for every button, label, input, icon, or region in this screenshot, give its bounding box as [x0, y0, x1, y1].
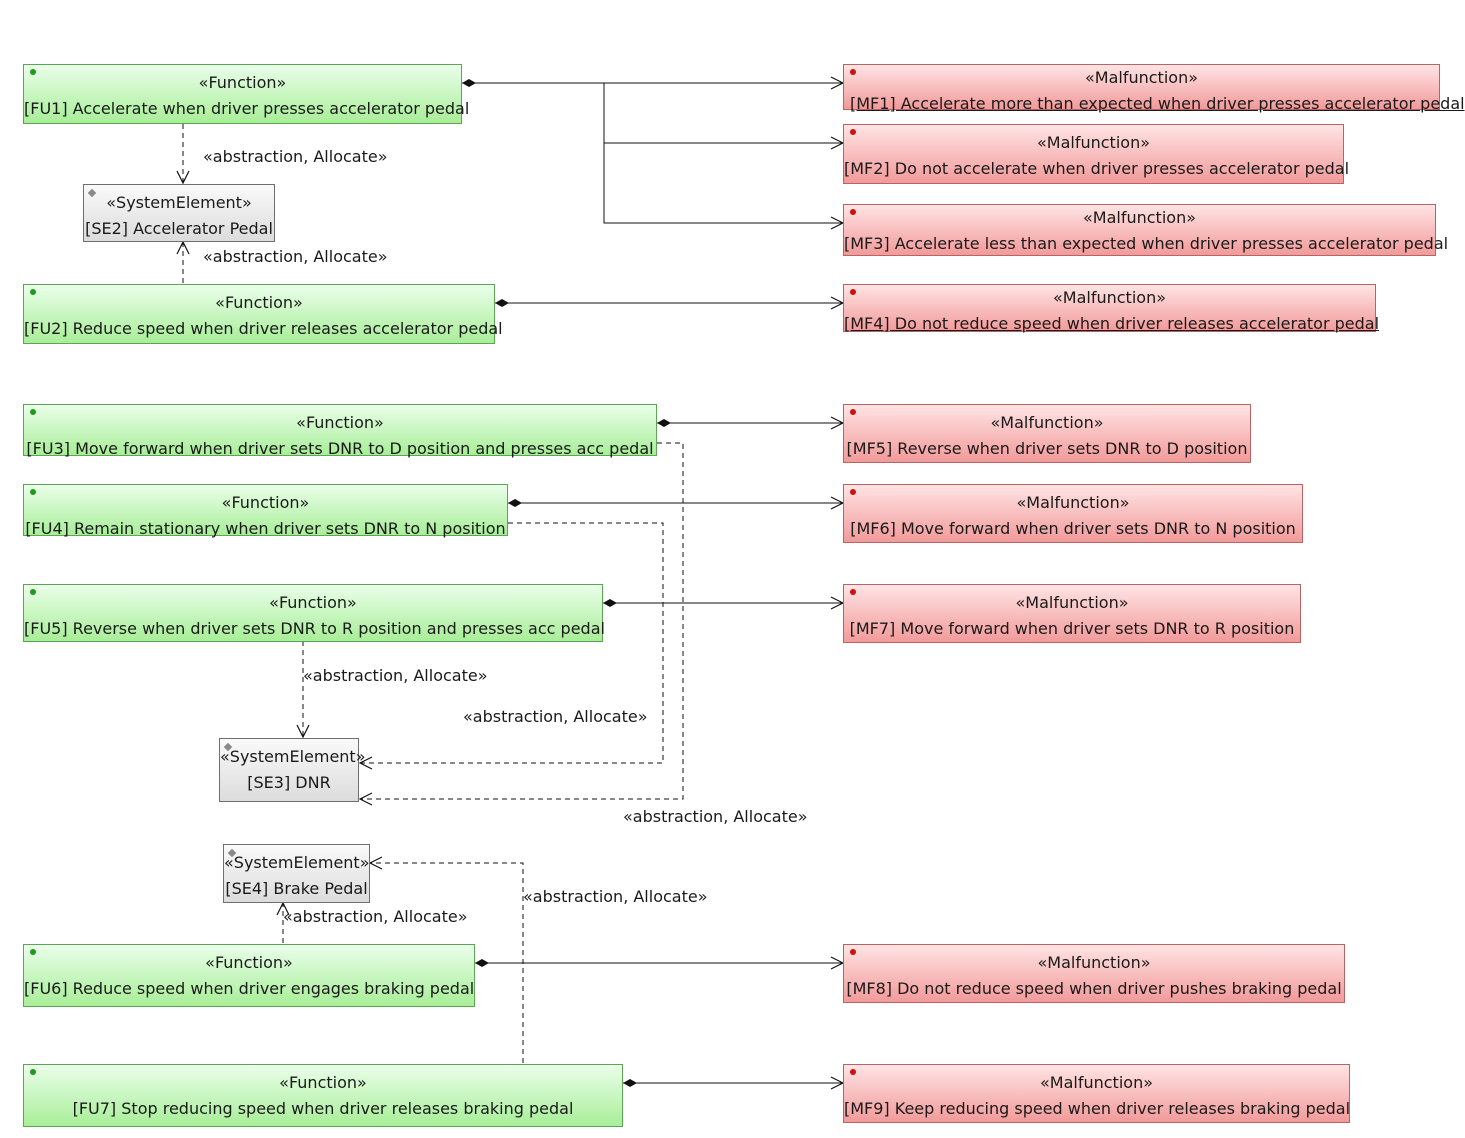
malfunction-mf3[interactable]: «Malfunction» [MF3] Accelerate less than… — [843, 204, 1449, 256]
function-status-icon — [30, 289, 36, 295]
malfunction-status-icon — [850, 949, 856, 955]
function-fu1[interactable]: «Function» [FU1] Accelerate when driver … — [23, 64, 470, 124]
composition-fu1-mf2[interactable] — [603, 83, 843, 143]
malfunction-name: [MF6] Move forward when driver sets DNR … — [850, 519, 1296, 538]
malfunction-name: [MF9] Keep reducing speed when driver re… — [844, 1099, 1351, 1118]
malfunction-mf2[interactable]: «Malfunction» [MF2] Do not accelerate wh… — [843, 124, 1350, 184]
allocation-label-fu7-se4: «abstraction, Allocate» — [523, 887, 708, 906]
malfunction-stereotype: «Malfunction» — [1085, 68, 1198, 87]
system-element-stereotype: «SystemElement» — [106, 193, 252, 212]
function-status-icon — [30, 1069, 36, 1075]
system-element-se4[interactable]: «SystemElement» [SE4] Brake Pedal — [223, 844, 370, 903]
function-stereotype: «Function» — [205, 953, 293, 972]
allocation-label-fu4-se3: «abstraction, Allocate» — [463, 707, 648, 726]
function-stereotype: «Function» — [221, 493, 310, 512]
function-name: [FU5] Reverse when driver sets DNR to R … — [24, 619, 605, 638]
system-element-name: [SE3] DNR — [247, 773, 331, 792]
malfunction-stereotype: «Malfunction» — [1040, 1073, 1153, 1092]
malfunction-name: [MF2] Do not accelerate when driver pres… — [844, 159, 1350, 178]
function-stereotype: «Function» — [269, 593, 357, 612]
malfunction-status-icon — [850, 409, 856, 415]
function-name: [FU4] Remain stationary when driver sets… — [25, 519, 506, 538]
malfunction-mf4[interactable]: «Malfunction» [MF4] Do not reduce speed … — [843, 284, 1379, 333]
function-status-icon — [30, 69, 36, 75]
malfunction-name: [MF3] Accelerate less than expected when… — [844, 234, 1449, 253]
malfunction-status-icon — [850, 209, 856, 215]
function-name: [FU7] Stop reducing speed when driver re… — [72, 1099, 574, 1118]
allocation-label-fu5-se3: «abstraction, Allocate» — [303, 666, 488, 685]
system-element-name: [SE4] Brake Pedal — [225, 879, 368, 898]
malfunction-status-icon — [850, 1069, 856, 1075]
function-stereotype: «Function» — [296, 413, 384, 432]
malfunction-stereotype: «Malfunction» — [990, 413, 1104, 432]
malfunction-mf5[interactable]: «Malfunction» [MF5] Reverse when driver … — [843, 404, 1251, 463]
malfunction-mf6[interactable]: «Malfunction» [MF6] Move forward when dr… — [843, 484, 1303, 543]
malfunction-mf7[interactable]: «Malfunction» [MF7] Move forward when dr… — [843, 584, 1301, 643]
function-stereotype: «Function» — [279, 1073, 367, 1092]
malfunction-name: [MF1] Accelerate more than expected when… — [850, 94, 1465, 113]
malfunction-name: [MF8] Do not reduce speed when driver pu… — [846, 979, 1342, 998]
allocation-label-fu2-se2: «abstraction, Allocate» — [203, 247, 388, 266]
malfunction-name: [MF5] Reverse when driver sets DNR to D … — [846, 439, 1248, 458]
function-fu2[interactable]: «Function» [FU2] Reduce speed when drive… — [23, 284, 503, 344]
malfunction-mf9[interactable]: «Malfunction» [MF9] Keep reducing speed … — [843, 1064, 1350, 1123]
function-stereotype: «Function» — [198, 73, 287, 92]
composition-fu1-mf3[interactable] — [603, 143, 843, 223]
malfunction-status-icon — [850, 589, 856, 595]
malfunction-stereotype: «Malfunction» — [1053, 288, 1166, 307]
system-element-stereotype: «SystemElement» — [220, 747, 366, 766]
allocation-label-fu1-se2: «abstraction, Allocate» — [203, 147, 388, 166]
function-status-icon — [30, 409, 36, 415]
allocation-fu4-se3[interactable] — [360, 522, 664, 763]
malfunction-status-icon — [850, 69, 856, 75]
malfunction-mf1[interactable]: «Malfunction» [MF1] Accelerate more than… — [843, 64, 1465, 113]
malfunction-name: [MF7] Move forward when driver sets DNR … — [849, 619, 1295, 638]
malfunction-status-icon — [850, 289, 856, 295]
allocation-fu7-se4[interactable] — [370, 863, 524, 1063]
allocation-label-fu3-se3: «abstraction, Allocate» — [623, 807, 808, 826]
malfunction-stereotype: «Malfunction» — [1016, 493, 1130, 512]
malfunction-stereotype: «Malfunction» — [1037, 953, 1151, 972]
malfunction-stereotype: «Malfunction» — [1037, 133, 1150, 152]
malfunction-name: [MF4] Do not reduce speed when driver re… — [844, 314, 1380, 333]
function-stereotype: «Function» — [215, 293, 303, 312]
function-fu3[interactable]: «Function» [FU3] Move forward when drive… — [23, 404, 657, 458]
system-element-stereotype: «SystemElement» — [224, 853, 370, 872]
function-fu7[interactable]: «Function» [FU7] Stop reducing speed whe… — [23, 1064, 623, 1127]
function-status-icon — [30, 489, 36, 495]
allocation-label-fu6-se4: «abstraction, Allocate» — [283, 907, 468, 926]
function-name: [FU2] Reduce speed when driver releases … — [24, 319, 503, 338]
allocation-fu3-se3[interactable] — [360, 442, 684, 799]
system-element-se3[interactable]: «SystemElement» [SE3] DNR — [219, 738, 366, 802]
malfunction-stereotype: «Malfunction» — [1083, 208, 1196, 227]
malfunction-status-icon — [850, 489, 856, 495]
function-status-icon — [30, 589, 36, 595]
function-fu4[interactable]: «Function» [FU4] Remain stationary when … — [23, 484, 508, 538]
function-name: [FU1] Accelerate when driver presses acc… — [24, 99, 470, 118]
system-element-name: [SE2] Accelerator Pedal — [85, 219, 273, 238]
function-fu5[interactable]: «Function» [FU5] Reverse when driver set… — [23, 584, 605, 642]
malfunction-stereotype: «Malfunction» — [1015, 593, 1129, 612]
malfunction-mf8[interactable]: «Malfunction» [MF8] Do not reduce speed … — [843, 944, 1345, 1003]
system-element-se2[interactable]: «SystemElement» [SE2] Accelerator Pedal — [83, 184, 275, 242]
function-name: [FU3] Move forward when driver sets DNR … — [26, 439, 654, 458]
function-fu6[interactable]: «Function» [FU6] Reduce speed when drive… — [23, 944, 475, 1007]
function-name: [FU6] Reduce speed when driver engages b… — [24, 979, 475, 998]
function-status-icon — [30, 949, 36, 955]
malfunction-status-icon — [850, 129, 856, 135]
